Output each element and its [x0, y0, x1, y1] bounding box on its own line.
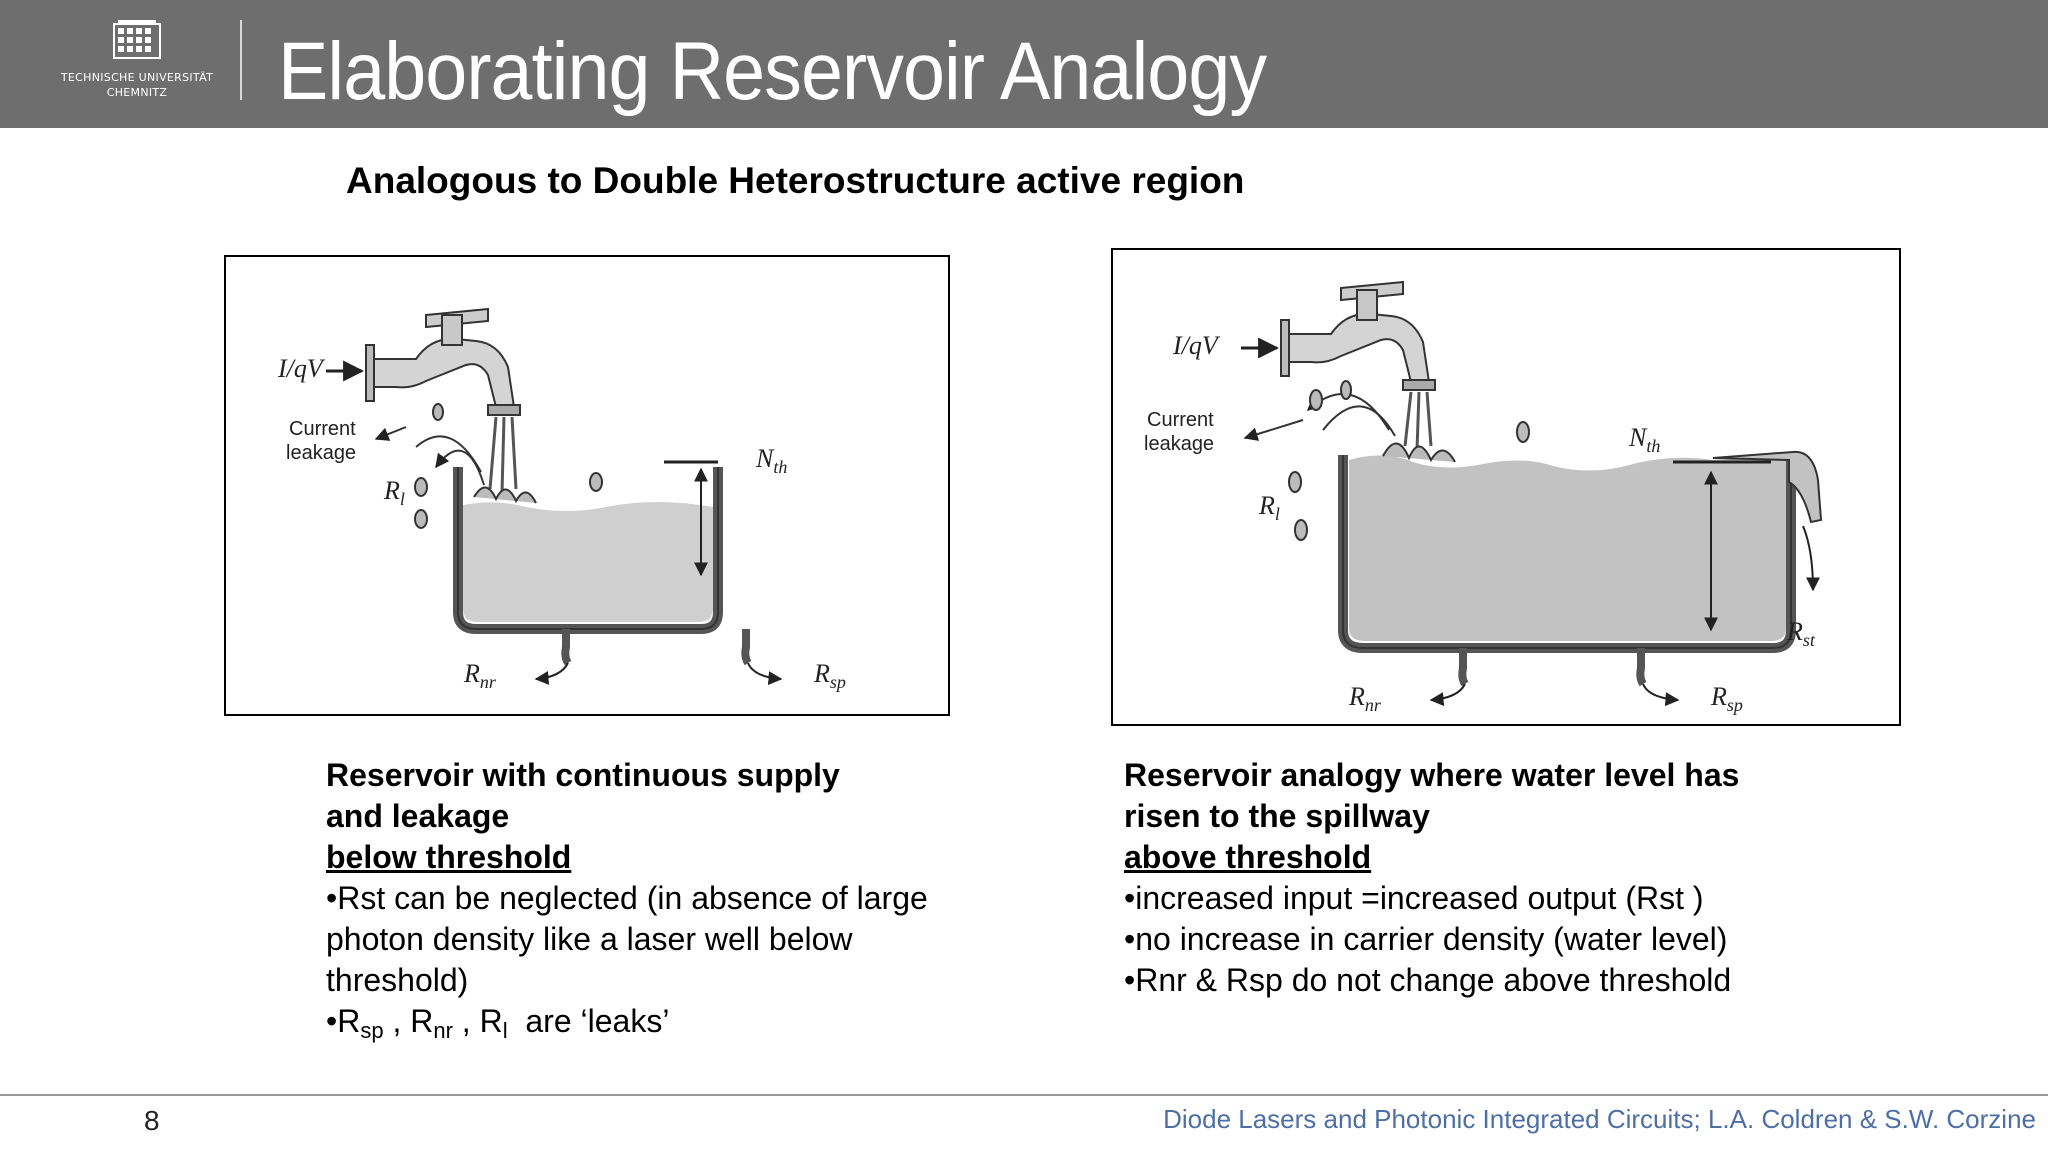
label-leakage: leakage	[286, 442, 356, 464]
label-rst: Rst	[1786, 617, 1816, 650]
label-rl: Rl	[1258, 491, 1280, 524]
label-input-current: I/qV	[1172, 331, 1221, 360]
page-number: 8	[144, 1105, 160, 1136]
label-leakage: leakage	[1144, 433, 1214, 455]
header-divider	[240, 20, 242, 100]
caption-above-threshold: Reservoir analogy where water level has …	[1124, 755, 1824, 1001]
label-input-current: I/qV	[277, 354, 326, 383]
caption-left-line-1: Reservoir with continuous supply	[326, 757, 840, 793]
label-rsp: Rsp	[1710, 682, 1743, 715]
label-current: Current	[1147, 409, 1214, 431]
caption-right-line-2: risen to the spillway	[1124, 798, 1430, 834]
logo-line-2: CHEMNITZ	[106, 86, 168, 99]
caption-left-heading: below threshold	[326, 839, 572, 875]
label-nth: Nth	[755, 444, 787, 477]
header-bar: TECHNISCHE UNIVERSITÄT CHEMNITZ Elaborat…	[0, 0, 2048, 128]
caption-right-bullet-1: •increased input =increased output (Rst …	[1124, 880, 1704, 916]
university-logo: TECHNISCHE UNIVERSITÄT CHEMNITZ	[52, 18, 222, 108]
label-rnr: Rnr	[1348, 682, 1382, 715]
caption-left-bullet-2: •Rsp , Rnr , Rl are ‘leaks’	[326, 1003, 670, 1043]
figure-below-threshold: I/qV Current leakage Rl Nth Rnr Rsp	[224, 255, 950, 716]
caption-left-bullet-1: •Rst can be neglected (in absence of lar…	[326, 880, 928, 998]
logo-text: TECHNISCHE UNIVERSITÄT CHEMNITZ	[52, 70, 222, 100]
footer-divider	[0, 1094, 2048, 1096]
caption-right-heading: above threshold	[1124, 839, 1372, 875]
reservoir-diagram-below: I/qV Current leakage Rl Nth Rnr Rsp	[277, 307, 846, 692]
caption-right-bullet-2: •no increase in carrier density (water l…	[1124, 921, 1728, 957]
logo-line-1: TECHNISCHE UNIVERSITÄT	[60, 71, 214, 84]
label-current: Current	[289, 418, 356, 440]
label-rl: Rl	[383, 476, 405, 509]
reservoir-diagram-above: I/qV Current leakage Rl Nth Rst Rnr Rsp	[1144, 280, 1823, 715]
slide-title: Elaborating Reservoir Analogy	[278, 26, 1267, 117]
label-rnr: Rnr	[463, 659, 497, 692]
caption-right-bullet-3: •Rnr & Rsp do not change above threshold	[1124, 962, 1732, 998]
label-rsp: Rsp	[813, 659, 846, 692]
citation-text: Diode Lasers and Photonic Integrated Cir…	[1163, 1104, 2036, 1134]
caption-right-line-1: Reservoir analogy where water level has	[1124, 757, 1740, 793]
caption-below-threshold: Reservoir with continuous supply and lea…	[326, 755, 946, 1051]
slide-subtitle: Analogous to Double Heterostructure acti…	[346, 160, 1245, 201]
figure-above-threshold: I/qV Current leakage Rl Nth Rst Rnr Rsp	[1111, 248, 1901, 726]
caption-left-line-2: and leakage	[326, 798, 510, 834]
building-icon	[113, 20, 161, 59]
label-nth: Nth	[1628, 423, 1660, 456]
